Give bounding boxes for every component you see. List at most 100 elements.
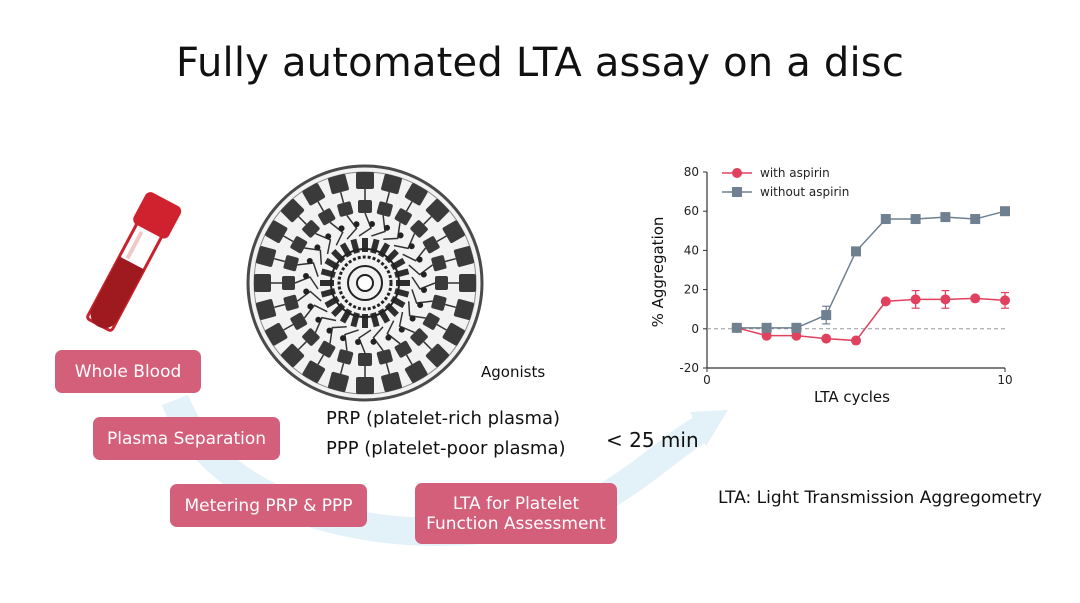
disc-valve xyxy=(416,256,423,263)
step-lta: LTA for Platelet Function Assessment xyxy=(415,483,617,544)
disc-channel xyxy=(294,276,319,290)
disc-channel xyxy=(408,264,434,276)
disc-unit xyxy=(328,312,360,393)
disc-chamber xyxy=(376,201,393,217)
disc-unit xyxy=(265,295,340,346)
disc-valve xyxy=(355,339,361,345)
disc-channel xyxy=(393,233,416,250)
disc-chamber xyxy=(425,198,450,223)
disc-chamber xyxy=(394,340,412,358)
disc-unit xyxy=(280,198,346,264)
disc-chamber xyxy=(453,246,475,267)
disc-valve xyxy=(369,221,375,227)
data-point xyxy=(1000,206,1010,217)
disc-valve xyxy=(408,243,415,250)
data-point xyxy=(910,294,921,305)
disc-valve xyxy=(417,302,424,309)
disc-chamber xyxy=(404,360,428,383)
disc-channel xyxy=(317,354,325,365)
disc-channel xyxy=(303,304,328,319)
disc-channel xyxy=(283,323,294,331)
disc-channel xyxy=(444,303,456,309)
disc-unit xyxy=(254,273,334,292)
disc-valve xyxy=(306,257,313,264)
disc-channel xyxy=(344,329,359,351)
disc-chamber xyxy=(254,274,271,292)
disc-unit xyxy=(394,288,475,320)
disc-chamber xyxy=(302,183,326,206)
disc-channel xyxy=(298,216,307,225)
disc-unit xyxy=(384,198,450,264)
disc-chamber xyxy=(435,276,448,290)
legend-label: without aspirin xyxy=(760,185,849,199)
disc-chamber xyxy=(404,183,428,206)
disc-chamber xyxy=(410,328,428,346)
disc-channel xyxy=(411,289,433,304)
data-point xyxy=(791,330,802,341)
disc-channel xyxy=(402,247,427,262)
disc-chamber xyxy=(302,328,320,346)
step-metering-label: Metering PRP & PPP xyxy=(184,495,353,516)
disc-unit xyxy=(255,288,336,320)
disc-valve xyxy=(421,287,427,293)
y-axis-label: % Aggregation xyxy=(649,217,667,328)
data-point xyxy=(821,310,832,321)
disc-valve xyxy=(420,271,427,278)
disc-chamber xyxy=(265,220,288,244)
data-point xyxy=(731,322,742,333)
disc-valve xyxy=(370,338,377,345)
disc-channel xyxy=(329,325,347,344)
disc-chamber xyxy=(328,371,349,393)
step-whole-blood-label: Whole Blood xyxy=(74,361,182,382)
data-point xyxy=(940,294,951,305)
disc-channel xyxy=(436,235,447,243)
step-whole-blood: Whole Blood xyxy=(55,350,201,393)
disc-chamber xyxy=(283,255,299,272)
disc-hub-ring xyxy=(330,248,400,318)
series-line xyxy=(736,297,1006,342)
data-point xyxy=(970,293,981,304)
disc-chamber xyxy=(302,220,320,238)
legend-marker xyxy=(732,187,742,197)
disc-channel xyxy=(358,212,372,237)
page-title: Fully automated LTA assay on a disc xyxy=(175,40,905,86)
disc-chamber xyxy=(337,349,354,365)
time-label: < 25 min xyxy=(606,428,699,452)
disc-unit xyxy=(302,308,353,383)
data-point xyxy=(940,212,951,223)
disc-valve xyxy=(384,224,391,231)
disc-chamber xyxy=(358,200,372,213)
disc-chamber xyxy=(431,294,447,311)
disc-chamber xyxy=(255,246,277,267)
step-plasma-separation: Plasma Separation xyxy=(93,417,280,460)
disc-chamber xyxy=(394,208,412,226)
disc-channel xyxy=(329,221,344,246)
disc-chamber xyxy=(290,312,308,330)
disc-channel xyxy=(298,341,307,350)
disc-chamber xyxy=(376,349,393,365)
data-point xyxy=(761,330,772,341)
disc-chamber xyxy=(255,299,277,320)
disc-unit xyxy=(328,173,360,254)
disc-hub-ring xyxy=(337,255,393,311)
disc-channel xyxy=(296,290,322,302)
data-point xyxy=(851,335,861,346)
disc-chamber xyxy=(459,274,476,292)
disc-channel xyxy=(411,276,436,290)
disc-valve xyxy=(353,221,360,228)
disc-chamber xyxy=(318,208,336,226)
y-tick-label: 40 xyxy=(684,243,699,257)
agonists-label: Agonists xyxy=(481,363,546,381)
disc-spoke xyxy=(362,314,368,328)
disc-chamber xyxy=(328,173,349,195)
disc-unit xyxy=(394,246,475,278)
disc-chamber xyxy=(442,220,465,244)
disc-chamber xyxy=(381,371,402,393)
disc-valve xyxy=(307,303,314,310)
disc-chamber xyxy=(302,360,326,383)
disc-chamber xyxy=(282,276,295,290)
y-tick-label: 80 xyxy=(684,165,699,179)
data-point xyxy=(761,322,772,333)
